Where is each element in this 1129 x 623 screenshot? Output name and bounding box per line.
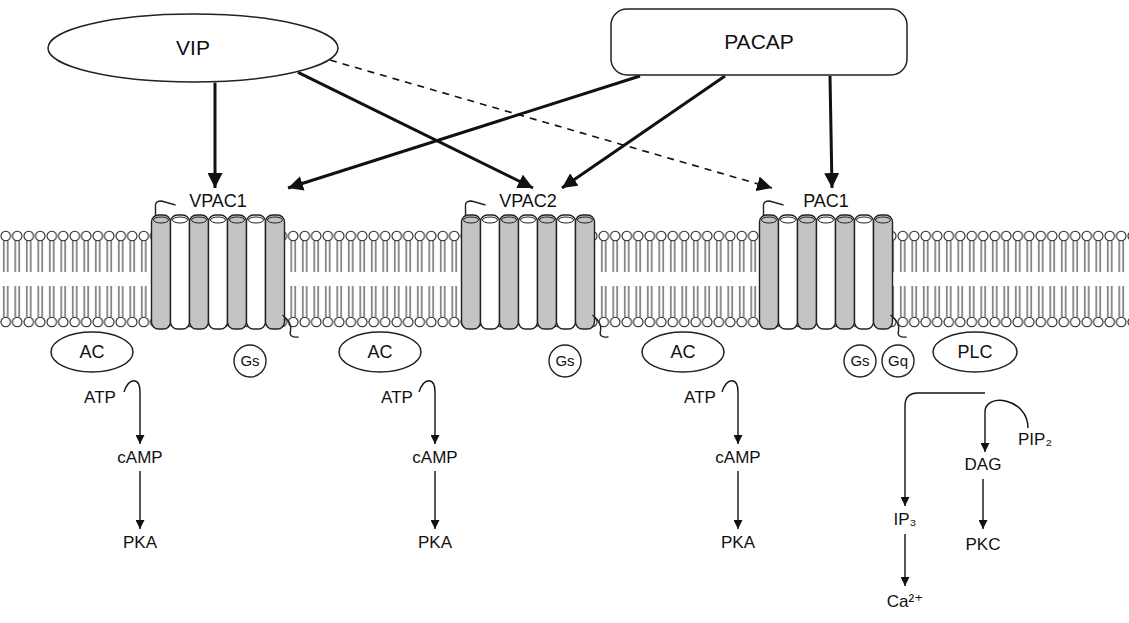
molecule-label: PIP₂ — [1018, 430, 1052, 450]
node-label: Gs — [850, 352, 869, 369]
binding-arrow — [830, 76, 832, 188]
receptor-label: VPAC1 — [189, 191, 247, 212]
binding-arrow — [298, 72, 533, 188]
ellipse-node: AC — [338, 331, 422, 373]
node-label: AC — [670, 342, 695, 363]
molecule-label: ATP — [84, 388, 116, 408]
molecule-label: ATP — [381, 388, 413, 408]
molecule-label: PKA — [123, 533, 157, 553]
molecule-label: PKC — [966, 535, 1001, 555]
binding-arrow — [330, 60, 772, 188]
pathway-arrows — [124, 381, 1028, 586]
molecule-label: PKA — [721, 533, 755, 553]
g-protein-circle: Gq — [881, 344, 915, 378]
node-label: Gq — [888, 352, 908, 369]
receptor-node: VPAC1 — [138, 188, 298, 338]
molecule-label: DAG — [965, 455, 1002, 475]
node-label: AC — [79, 342, 104, 363]
molecule-label: PKA — [418, 533, 452, 553]
ellipse-node: AC — [50, 331, 134, 373]
node-label: PLC — [957, 342, 992, 363]
node-label: Gs — [240, 352, 259, 369]
binding-arrow — [562, 76, 725, 188]
ellipse-node: VIP — [47, 13, 339, 83]
ellipse-node: PLC — [932, 331, 1018, 373]
molecule-label: cAMP — [117, 448, 162, 468]
ellipse-node: AC — [641, 331, 725, 373]
receptor-label: PAC1 — [803, 191, 849, 212]
g-protein-circle: Gs — [843, 344, 877, 378]
node-label: Gs — [555, 352, 574, 369]
ligand-box: PACAP — [610, 8, 908, 76]
receptor-node: PAC1 — [746, 188, 906, 338]
molecule-label: IP₃ — [894, 510, 917, 530]
molecule-label: ATP — [684, 388, 716, 408]
molecule-label: Ca²⁺ — [887, 592, 923, 612]
molecule-label: cAMP — [715, 448, 760, 468]
node-label: VIP — [176, 36, 210, 60]
receptor-label: VPAC2 — [499, 191, 557, 212]
receptor-node: VPAC2 — [448, 188, 608, 338]
node-label: AC — [367, 342, 392, 363]
binding-arrow — [214, 83, 217, 188]
molecule-label: cAMP — [412, 448, 457, 468]
g-protein-circle: Gs — [233, 344, 267, 378]
g-protein-circle: Gs — [548, 344, 582, 378]
node-label: PACAP — [724, 30, 794, 54]
